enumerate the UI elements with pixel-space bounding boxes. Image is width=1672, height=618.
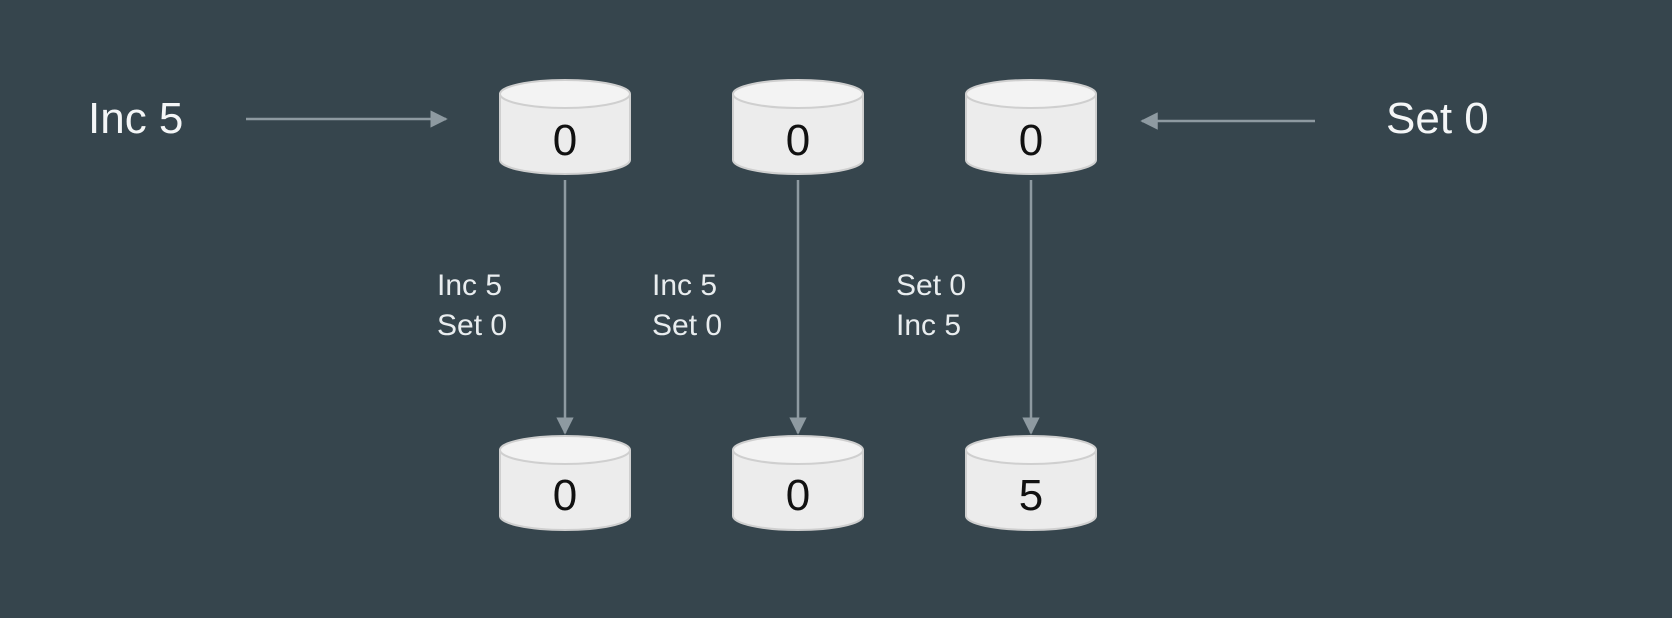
top-replica-1-value: 0 <box>553 116 577 165</box>
top-replica-1: 0 <box>499 79 631 175</box>
bottom-replica-3-value: 5 <box>1019 471 1043 520</box>
left-client-label: Inc 5 <box>88 94 184 143</box>
top-replica-3: 0 <box>965 79 1097 175</box>
apply-order-2-second: Set 0 <box>652 309 723 342</box>
bottom-replica-1: 0 <box>499 435 631 531</box>
apply-order-3-first: Set 0 <box>896 269 967 302</box>
right-client-label: Set 0 <box>1386 94 1489 143</box>
top-replica-2-value: 0 <box>786 116 810 165</box>
bottom-replica-2: 0 <box>732 435 864 531</box>
apply-order-1-first: Inc 5 <box>437 269 503 302</box>
bottom-replica-1-value: 0 <box>553 471 577 520</box>
apply-order-3-second: Inc 5 <box>896 309 962 342</box>
bottom-replica-3: 5 <box>965 435 1097 531</box>
top-replica-2: 0 <box>732 79 864 175</box>
bottom-replica-2-value: 0 <box>786 471 810 520</box>
top-replica-3-value: 0 <box>1019 116 1043 165</box>
apply-order-1: Inc 5 Set 0 <box>437 266 507 346</box>
apply-order-2: Inc 5 Set 0 <box>652 266 722 346</box>
apply-order-2-first: Inc 5 <box>652 269 718 302</box>
apply-order-1-second: Set 0 <box>437 309 508 342</box>
apply-order-3: Set 0 Inc 5 <box>896 266 966 346</box>
